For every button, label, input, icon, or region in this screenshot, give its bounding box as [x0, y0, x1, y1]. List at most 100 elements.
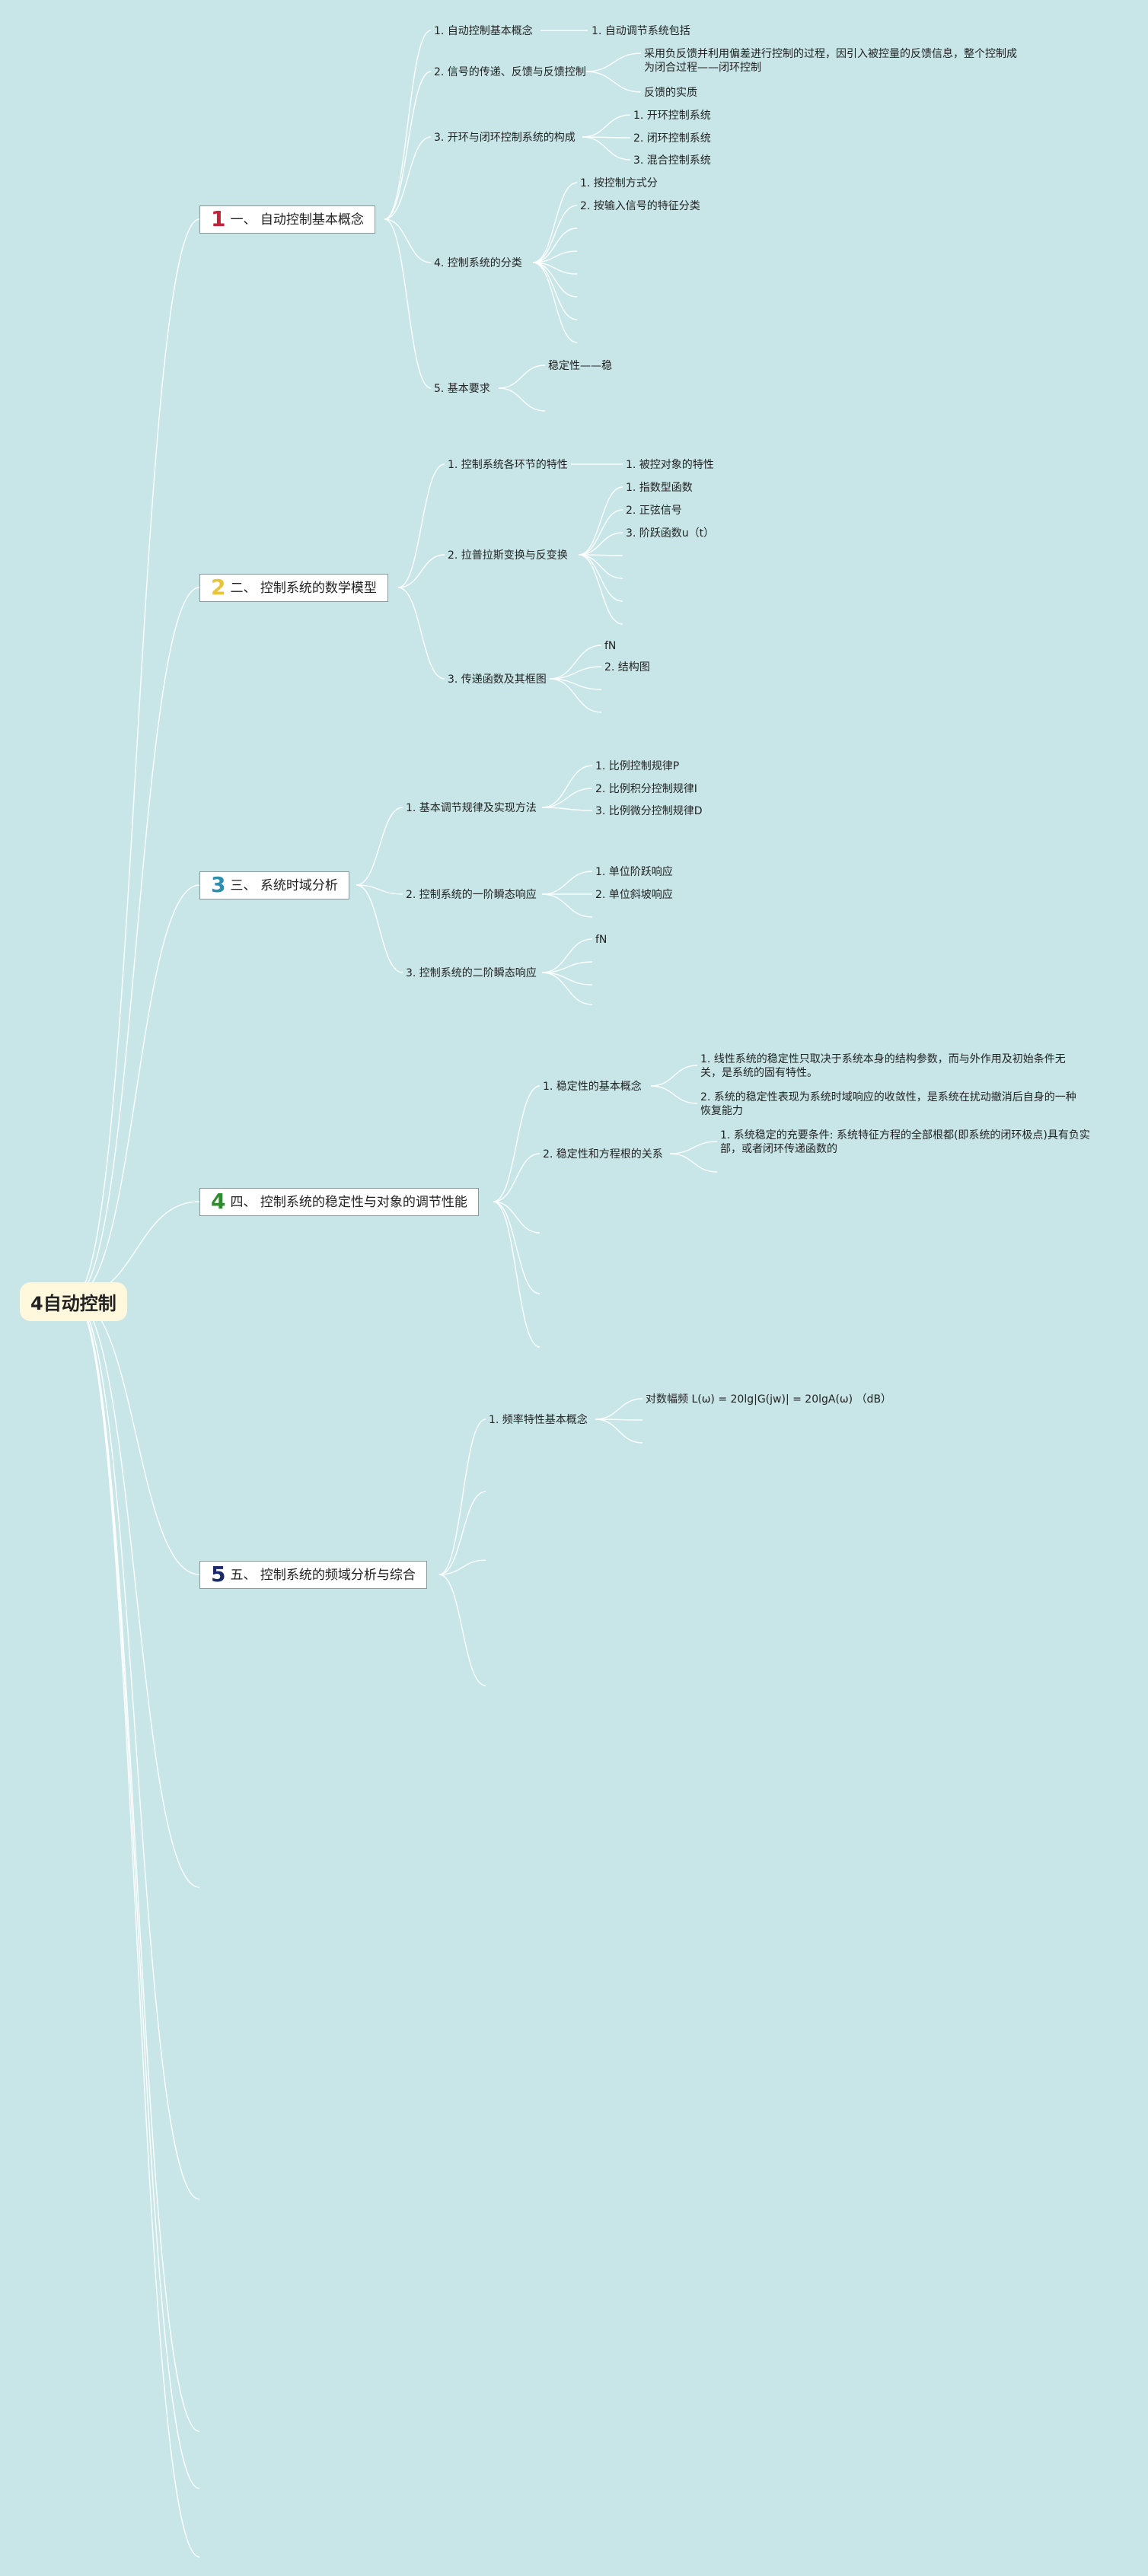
- connector-line-68: [438, 1419, 486, 1575]
- connector-line-55: [541, 938, 593, 973]
- connector-line-54: [541, 893, 593, 918]
- detail-2-3-2[interactable]: 2. 结构图: [604, 661, 650, 673]
- connector-line-48: [356, 884, 403, 973]
- topic-3-3[interactable]: 3. 控制系统的二阶瞬态响应: [406, 967, 537, 979]
- connector-line-71: [438, 1574, 486, 1686]
- detail-5-1-1[interactable]: 对数幅频 L(ω) = 20lg|G(jw)| = 20lgA(ω) （dB）: [646, 1393, 892, 1406]
- detail-3-3-1[interactable]: fN: [595, 934, 607, 946]
- connector-line-74: [595, 1419, 643, 1444]
- detail-2-3-1[interactable]: fN: [604, 640, 617, 652]
- connector-line-67: [669, 1153, 718, 1173]
- branch-1-label: 一、 自动控制基本概念: [230, 212, 364, 228]
- branch-5-node[interactable]: 5 五、 控制系统的频域分析与综合: [199, 1561, 427, 1589]
- connector-line-14: [384, 218, 432, 389]
- connector-line-56: [541, 961, 593, 973]
- connector-line-8: [72, 1297, 200, 2489]
- connector-line-65: [650, 1085, 698, 1104]
- detail-4-2-1[interactable]: 1. 系统稳定的充要条件: 系统特征方程的全部根都(即系统的闭环极点)具有负实部…: [720, 1129, 1090, 1155]
- connector-line-62: [493, 1201, 541, 1294]
- detail-2-2-2[interactable]: 2. 正弦信号: [626, 505, 682, 517]
- branch-4-label: 四、 控制系统的稳定性与对象的调节性能: [230, 1195, 467, 1210]
- branch-4-number: 4: [211, 1189, 226, 1214]
- connector-line-35: [578, 486, 623, 556]
- topic-2-1[interactable]: 1. 控制系统各环节的特性: [448, 459, 568, 471]
- branch-1-number: 1: [211, 206, 226, 231]
- connector-line-17: [585, 71, 642, 93]
- topic-4-2[interactable]: 2. 稳定性和方程根的关系: [543, 1148, 663, 1161]
- detail-3-1-3[interactable]: 3. 比例微分控制规律D: [595, 805, 703, 817]
- topic-1-2[interactable]: 2. 信号的传递、反馈与反馈控制: [434, 66, 586, 78]
- branch-4-node[interactable]: 4 四、 控制系统的稳定性与对象的调节性能: [199, 1188, 479, 1216]
- connector-line-30: [498, 387, 546, 412]
- connector-line-16: [585, 53, 642, 72]
- detail-4-1-1[interactable]: 1. 线性系统的稳定性只取决于系统本身的结构参数，而与外作用及初始条件无关，是系…: [700, 1053, 1066, 1079]
- connector-line-12: [384, 136, 432, 220]
- topic-1-3[interactable]: 3. 开环与闭环控制系统的构成: [434, 132, 576, 144]
- detail-3-1-2[interactable]: 2. 比例积分控制规律I: [595, 783, 697, 795]
- detail-1-3-1[interactable]: 1. 开环控制系统: [633, 110, 711, 122]
- topic-3-2[interactable]: 2. 控制系统的一阶瞬态响应: [406, 889, 537, 901]
- connector-line-57: [541, 972, 593, 986]
- detail-1-5-1[interactable]: 稳定性——稳: [548, 360, 612, 372]
- connector-line-5: [72, 1297, 200, 1888]
- branch-5-number: 5: [211, 1562, 226, 1587]
- connector-line-27: [532, 262, 578, 320]
- connector-line-0: [72, 218, 200, 1298]
- topic-5-1[interactable]: 1. 频率特性基本概念: [489, 1414, 588, 1426]
- connector-line-32: [397, 554, 445, 588]
- connector-line-23: [532, 228, 578, 263]
- root-node[interactable]: 4自动控制: [20, 1282, 127, 1321]
- branch-2-label: 二、 控制系统的数学模型: [230, 581, 377, 596]
- connector-line-45: [549, 678, 602, 713]
- connector-line-70: [438, 1559, 486, 1575]
- connector-line-43: [549, 666, 602, 680]
- detail-1-2-1[interactable]: 采用负反馈并利用偏差进行控制的过程，因引入被控量的反馈信息，整个控制成为闭合过程…: [644, 48, 1017, 74]
- detail-1-4-2[interactable]: 2. 按输入信号的特征分类: [580, 200, 700, 212]
- branch-5-label: 五、 控制系统的频域分析与综合: [230, 1568, 416, 1583]
- detail-3-2-2[interactable]: 2. 单位斜坡响应: [595, 889, 673, 901]
- detail-3-1-1[interactable]: 1. 比例控制规律P: [595, 760, 680, 772]
- topic-2-3[interactable]: 3. 传递函数及其框图: [448, 673, 547, 686]
- connector-line-63: [493, 1201, 541, 1348]
- connector-line-33: [397, 587, 445, 680]
- detail-1-3-3[interactable]: 3. 混合控制系统: [633, 154, 711, 167]
- detail-3-2-1[interactable]: 1. 单位阶跃响应: [595, 866, 673, 878]
- connector-line-59: [493, 1085, 541, 1202]
- topic-3-1[interactable]: 1. 基本调节规律及实现方法: [406, 802, 537, 814]
- connector-line-46: [356, 807, 403, 886]
- topic-2-2[interactable]: 2. 拉普拉斯变换与反变换: [448, 549, 568, 562]
- detail-1-4-1[interactable]: 1. 按控制方式分: [580, 177, 658, 189]
- connector-line-49: [541, 765, 593, 808]
- connector-line-37: [578, 532, 623, 556]
- topic-1-4[interactable]: 4. 控制系统的分类: [434, 257, 522, 269]
- topic-1-5[interactable]: 5. 基本要求: [434, 383, 490, 395]
- connector-line-26: [532, 262, 578, 298]
- connector-line-31: [397, 463, 445, 588]
- topic-4-1[interactable]: 1. 稳定性的基本概念: [543, 1081, 642, 1093]
- connector-line-28: [532, 262, 578, 343]
- detail-1-1-1[interactable]: 1. 自动调节系统包括: [592, 25, 690, 37]
- connector-line-52: [541, 871, 593, 895]
- connector-line-9: [72, 1297, 200, 2558]
- detail-1-3-2[interactable]: 2. 闭环控制系统: [633, 132, 711, 145]
- branch-3-number: 3: [211, 872, 226, 897]
- connector-line-20: [582, 136, 631, 161]
- topic-1-1[interactable]: 1. 自动控制基本概念: [434, 25, 533, 37]
- connector-line-6: [72, 1297, 200, 2200]
- detail-2-2-3[interactable]: 3. 阶跃函数u（t）: [626, 527, 715, 540]
- connector-line-1: [72, 587, 200, 1298]
- connector-line-36: [578, 509, 623, 556]
- connector-line-24: [532, 250, 578, 263]
- detail-2-2-1[interactable]: 1. 指数型函数: [626, 482, 693, 494]
- connector-line-13: [384, 218, 432, 263]
- connector-line-29: [498, 365, 546, 389]
- connector-line-61: [493, 1201, 541, 1234]
- detail-2-1-1[interactable]: 1. 被控对象的特性: [626, 459, 714, 471]
- detail-1-2-2[interactable]: 反馈的实质: [644, 87, 697, 99]
- connector-line-60: [493, 1153, 541, 1202]
- detail-4-1-2[interactable]: 2. 系统的稳定性表现为系统时域响应的收敛性，是系统在扰动撤消后自身的一种恢复能…: [700, 1091, 1076, 1117]
